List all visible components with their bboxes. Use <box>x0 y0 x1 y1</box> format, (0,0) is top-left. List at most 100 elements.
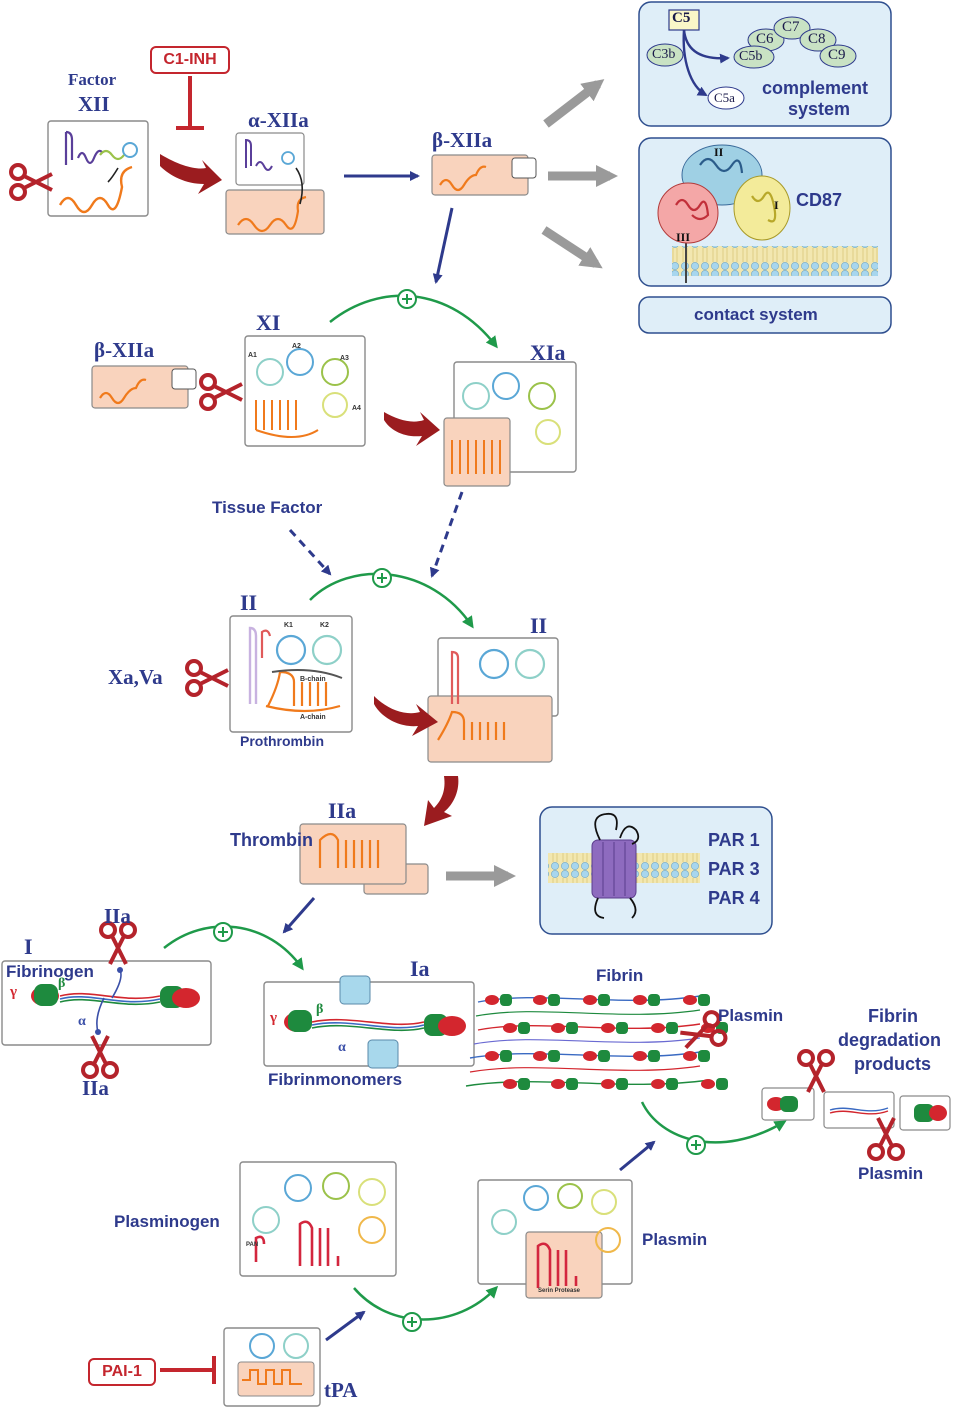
prothrombin-k1: K1 <box>284 622 293 629</box>
complement-c5a: C5a <box>714 90 735 105</box>
fibrin-node-green <box>648 1050 660 1062</box>
cd87-domain-iii <box>657 182 719 244</box>
prothrombin-cleaved-heavy <box>427 695 553 763</box>
alpha-xiia-label: α-XIIa <box>248 108 309 132</box>
scissors-icon <box>867 1117 905 1161</box>
c8-oval <box>799 28 837 52</box>
fibrinogen-box <box>1 960 212 1046</box>
fibrin-node-green <box>666 1078 678 1090</box>
plasminogen-pan: PAN <box>246 1242 259 1248</box>
arrow-thrombin-to-fibrinogen <box>282 897 316 934</box>
factor-xi-box <box>244 335 366 447</box>
xi-domain-a4: A4 <box>352 405 361 412</box>
plus-circle <box>213 922 233 942</box>
plasmin-cutter-label: Plasmin <box>718 1006 784 1025</box>
fibrin-node-green <box>566 1078 578 1090</box>
plasmin-protease <box>525 1231 603 1299</box>
fdp-line2: degradation <box>838 1030 942 1050</box>
pai1-label: PAI-1 <box>88 1358 156 1386</box>
scissors-icon <box>9 163 53 201</box>
cleave-arrow-iia <box>424 776 459 826</box>
fibrin-node-red <box>601 1023 615 1033</box>
arrow-tpa-to-plasminogen <box>325 1310 366 1342</box>
fibrin-node-red <box>633 995 647 1005</box>
arrow-plasmin-to-fibrin <box>619 1140 656 1172</box>
fibrin-node-red <box>583 995 597 1005</box>
arrow-to-contact <box>541 226 603 269</box>
fibrin-nodes <box>485 994 728 1090</box>
fibrin-node-red <box>601 1079 615 1089</box>
fibrin-node-green <box>500 994 512 1006</box>
prothrombin-numeral-left: II <box>240 590 258 615</box>
thrombin-numeral: IIa <box>328 798 357 823</box>
complement-c6: C6 <box>756 31 774 47</box>
factor-xia-label: XIa <box>530 340 566 365</box>
plasminogen-box <box>239 1161 397 1277</box>
fibrin-node-red <box>651 1023 665 1033</box>
fdp-line1: Fibrin <box>868 1006 918 1026</box>
fibrin-node-green <box>698 1050 710 1062</box>
fibrin-node-green <box>666 1022 678 1034</box>
prothrombin-b-chain: B-chain <box>300 676 326 683</box>
fibrinogen-name: Fibrinogen <box>6 962 94 981</box>
fibrin-label: Fibrin <box>596 966 644 985</box>
green-curve-plasmin <box>353 1285 499 1321</box>
complement-c5: C5 <box>672 10 691 26</box>
fibrin-node-red <box>701 1079 715 1089</box>
fibrin-node-green <box>500 1050 512 1062</box>
cd87-domain-i <box>733 175 791 241</box>
fibrin-node-red <box>683 995 697 1005</box>
arrow-beta-down <box>432 207 454 284</box>
fibrin-node-red <box>533 1051 547 1061</box>
complement-c3b: C3b <box>652 47 676 62</box>
factor-xii-word: Factor <box>68 70 117 89</box>
beta-xiia-top-label: β-XIIa <box>432 128 493 152</box>
cd87-domain-iii-label: III <box>676 230 691 244</box>
arrow-xia-dashed <box>429 491 464 578</box>
fibrin-node-green <box>598 1050 610 1062</box>
fibrinmonomers-alpha: α <box>338 1040 346 1055</box>
c7-oval <box>773 16 811 40</box>
cleave-arrow-ii <box>374 696 438 736</box>
fibrinmonomers-name: Fibrinmonomers <box>268 1070 403 1089</box>
fibrin-node-green <box>548 994 560 1006</box>
fibrin-node-green <box>518 1022 530 1034</box>
fibrin-node-red <box>633 1051 647 1061</box>
fibrinogen-alpha: α <box>78 1014 86 1029</box>
c5a-oval <box>707 86 745 110</box>
complement-c8: C8 <box>808 31 826 47</box>
cd87-label: CD87 <box>796 190 843 210</box>
fibrin-node-red <box>533 995 547 1005</box>
fibrinogen-cutter-bottom: IIa <box>82 1076 109 1100</box>
cleave-arrow-xi <box>384 412 440 446</box>
fibrin-node-green <box>548 1050 560 1062</box>
fibrinmonomers-beta: β <box>316 1002 324 1017</box>
plasmin-name: Plasmin <box>642 1230 708 1249</box>
fibrinogen-beta: β <box>58 976 66 991</box>
cd87-membrane <box>672 246 878 276</box>
fdp-cutter-label: Plasmin <box>858 1164 924 1183</box>
fibrin-node-green <box>566 1022 578 1034</box>
prothrombin-a-chain: A-chain <box>300 714 326 721</box>
par-4-label: PAR 4 <box>708 888 760 908</box>
arrow-to-complement <box>543 79 605 128</box>
prothrombin-k2: K2 <box>320 622 329 629</box>
fibrin-node-green <box>518 1078 530 1090</box>
complement-c7: C7 <box>782 19 800 35</box>
plus-circle <box>402 1312 422 1332</box>
cleave-arrow-xii <box>160 154 222 194</box>
fibrin-node-green <box>616 1078 628 1090</box>
cd87-domain-i-label: I <box>774 198 779 212</box>
fibrin-node-red <box>485 995 499 1005</box>
alpha-xiia-heavy <box>225 189 325 235</box>
c1inh-label: C1-INH <box>150 46 230 74</box>
fibrinmonomers-numeral: Ia <box>410 956 430 981</box>
fibrinogen-numeral: I <box>24 934 33 959</box>
scissors-icon <box>797 1049 835 1093</box>
scissors-icon <box>680 1010 728 1050</box>
par-3-label: PAR 3 <box>708 859 760 879</box>
tpa-label: tPA <box>324 1378 358 1402</box>
scissors-icon <box>199 373 243 411</box>
fibrin-mesh <box>465 995 711 1087</box>
